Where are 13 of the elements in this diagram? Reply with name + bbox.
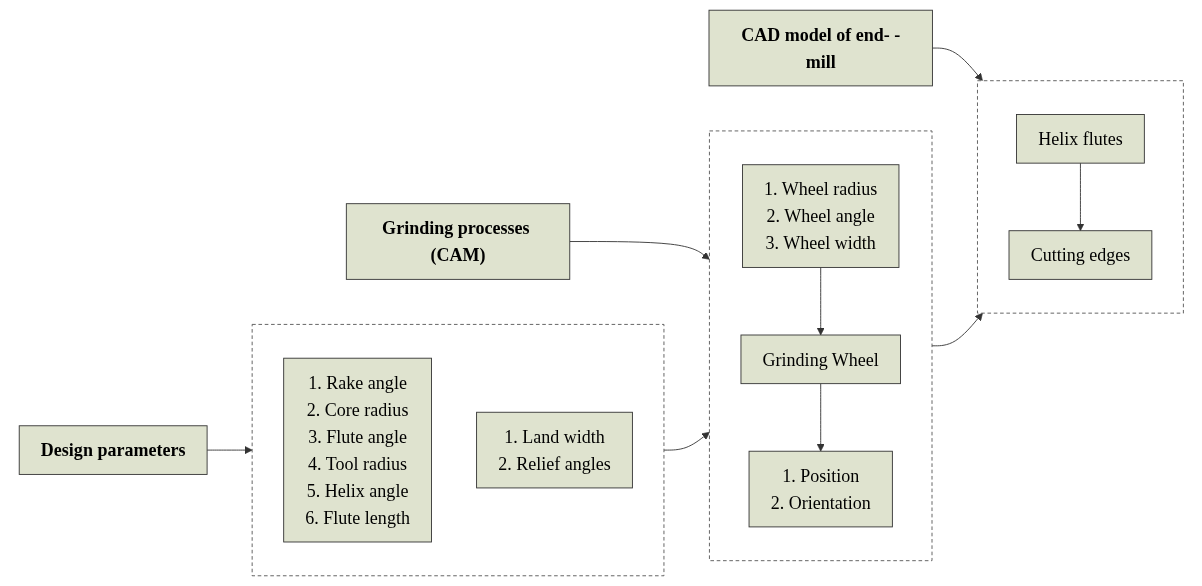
node-box: Design parameters	[18, 425, 208, 475]
node-box: Cutting edges	[1008, 230, 1152, 280]
node-box: 1. Wheel radius 2. Wheel angle 3. Wheel width	[741, 164, 900, 268]
node-box: CAD model of end- -mill	[708, 9, 933, 87]
cluster	[976, 80, 1184, 314]
node-box: Grinding processes (CAM)	[345, 203, 570, 280]
node-box: 1. Rake angle 2. Core radius 3. Flute angle 4. Tool radius 5. Helix angle 6. Flute length	[282, 357, 432, 543]
cluster	[708, 130, 933, 562]
node-box: Grinding Wheel	[740, 334, 901, 385]
node-box: 1. Position 2. Orientation	[748, 450, 893, 528]
node-box: 1. Land width 2. Relief angles	[475, 411, 633, 489]
node-box: Helix flutes	[1015, 114, 1145, 164]
cluster	[251, 323, 665, 577]
